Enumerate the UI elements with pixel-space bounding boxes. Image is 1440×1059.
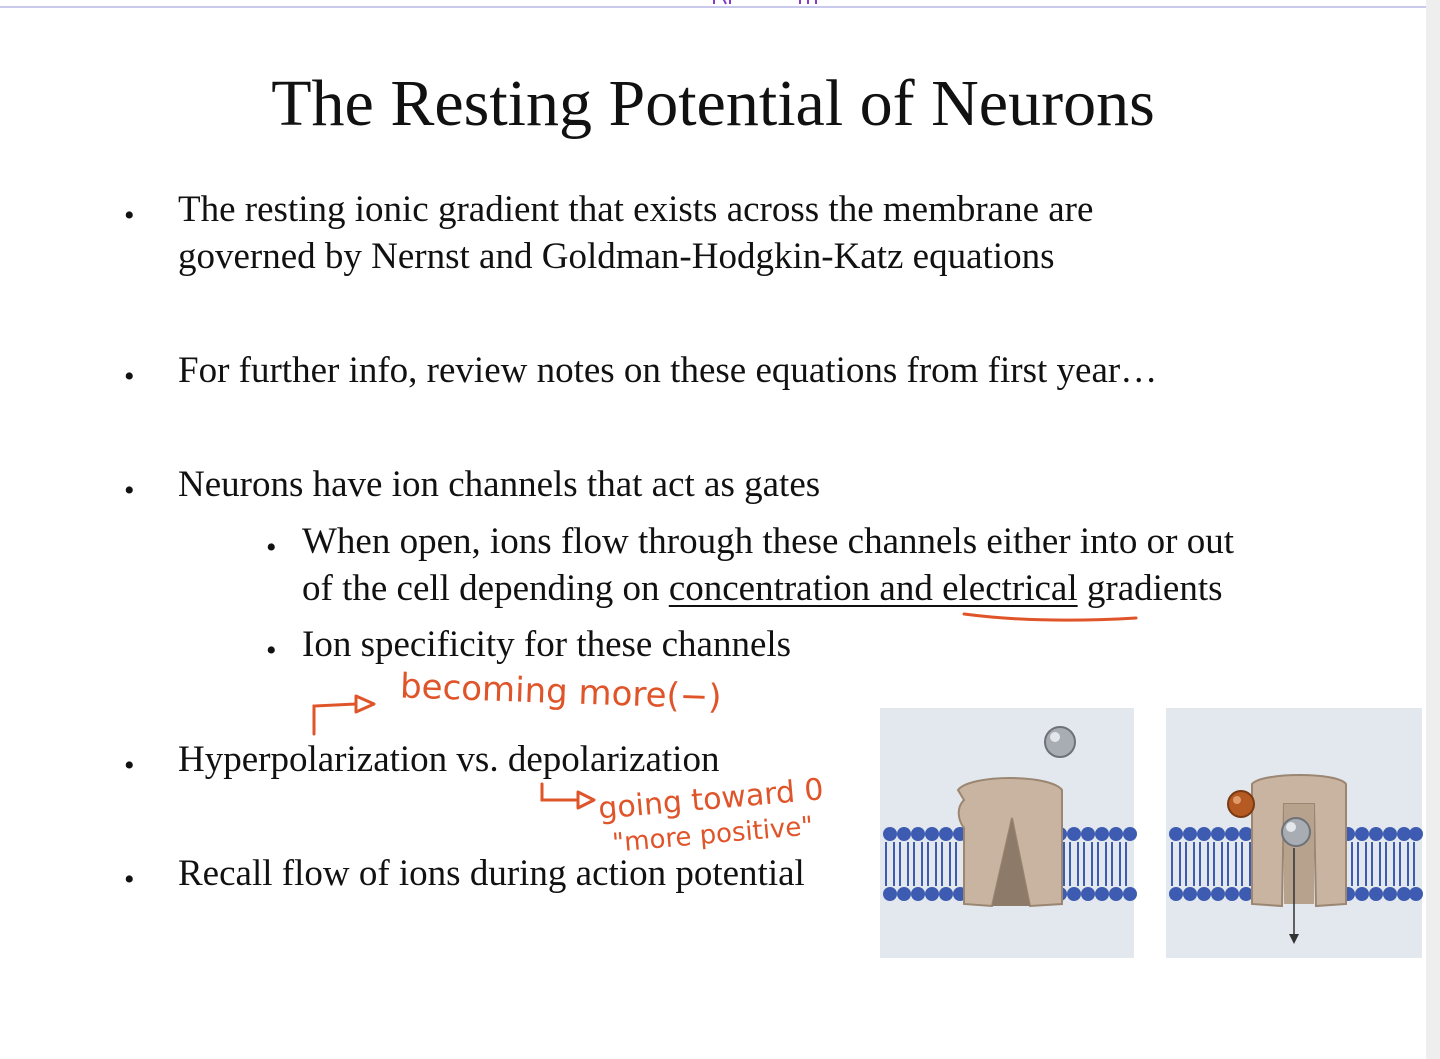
bullet-1-line-1: The resting ionic gradient that exists a… — [178, 189, 1094, 230]
page-top-border — [0, 6, 1426, 8]
bullet-4-text: Hyperpolarization vs. depolarization — [178, 739, 720, 780]
sub-bullet-3a-line-1: When open, ions flow through these chann… — [302, 521, 1234, 562]
top-ink-scribble — [713, 0, 817, 5]
bullet-dot: • — [124, 474, 135, 507]
handwritten-underline — [962, 612, 1138, 622]
underlined-phrase: concentration and electrical — [668, 568, 1078, 609]
arrow-hook-icon — [540, 782, 596, 810]
ion-sphere — [1044, 726, 1076, 758]
sub-bullet-3a-line-2: of the cell depending on concentration a… — [302, 565, 1223, 612]
sub-bullet-3a-post: gradients — [1077, 568, 1223, 609]
arrow-hook-icon — [312, 694, 376, 736]
bullet-dot: • — [124, 360, 135, 393]
bullet-dot: • — [124, 749, 135, 782]
bullet-dot: • — [266, 634, 277, 667]
bullet-5-text: Recall flow of ions during action potent… — [178, 853, 805, 894]
bullet-dot: • — [124, 199, 135, 232]
sub-bullet-3a-pre: of the cell depending on — [302, 568, 669, 609]
page-right-margin — [1426, 0, 1440, 1059]
bullet-dot: • — [266, 531, 277, 564]
ion-channel-open-figure — [1166, 708, 1423, 958]
bullet-1-line-2: governed by Nernst and Goldman-Hodgkin-K… — [178, 236, 1055, 277]
ion-channel-closed-figure — [880, 708, 1137, 958]
bullet-dot: • — [124, 863, 135, 896]
slide-title: The Resting Potential of Neurons — [271, 67, 1155, 140]
membrane-lipid-bilayer — [883, 827, 1137, 901]
annotation-becoming-more-negative: becoming more(−) — [399, 666, 723, 718]
sub-bullet-3b-text: Ion specificity for these channels — [302, 624, 792, 665]
bullet-2-text: For further info, review notes on these … — [178, 350, 1158, 391]
bullet-3-text: Neurons have ion channels that act as ga… — [178, 464, 821, 505]
